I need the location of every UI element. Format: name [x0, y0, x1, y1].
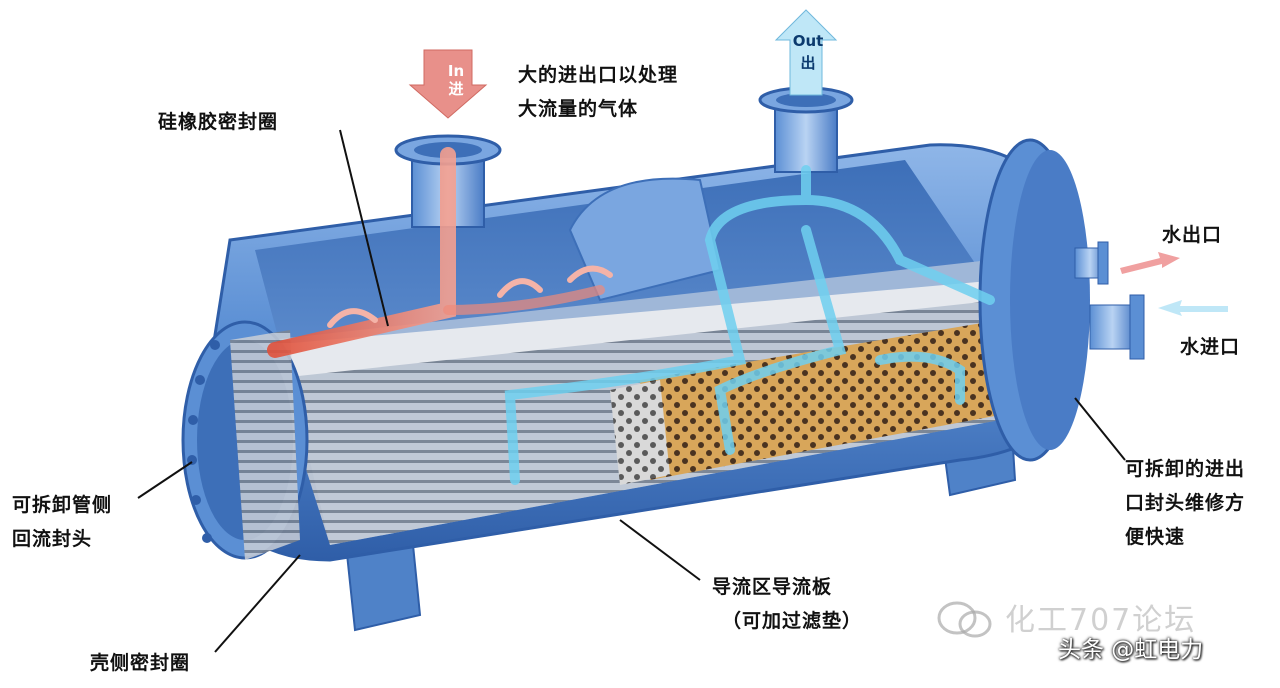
in-arrow-label: In 进 — [436, 62, 476, 98]
in-arrow-en: In — [447, 62, 465, 80]
leader-lines — [137, 129, 1126, 653]
in-arrow-icon — [408, 49, 488, 119]
in-arrow-cn: 进 — [448, 80, 464, 98]
port-head — [978, 138, 1145, 462]
label-baffle-zone: 导流区导流板 （可加过滤垫） — [712, 576, 863, 632]
watermark-logo-icon — [935, 598, 995, 646]
out-arrow-label: Out 出 — [782, 30, 834, 74]
outlet-nozzle — [758, 86, 854, 173]
water-out-arrow-icon — [1120, 252, 1180, 274]
label-removable-port-head: 可拆卸的进出 口封头维修方 便快速 — [1125, 458, 1246, 548]
water-in-arrow-icon — [1158, 300, 1228, 316]
return-head — [181, 320, 309, 560]
watermark-text: 化工707论坛 — [1005, 603, 1197, 638]
hot-flow — [267, 147, 613, 358]
label-removable-return-head: 可拆卸管侧 回流封头 — [12, 494, 113, 550]
out-arrow-cn: 出 — [800, 54, 816, 72]
credit-text: 头条 @虹电力 — [1058, 637, 1204, 663]
cold-flow — [504, 165, 995, 485]
label-shell-seal: 壳侧密封圈 — [90, 652, 191, 674]
label-silicone-seal: 硅橡胶密封圈 — [158, 111, 279, 133]
label-water-in: 水进口 — [1180, 336, 1241, 358]
shell-body — [198, 143, 1082, 562]
out-arrow-icon — [774, 9, 838, 96]
out-arrow-en: Out — [792, 32, 824, 50]
label-water-out: 水出口 — [1162, 224, 1223, 246]
label-large-port: 大的进出口以处理 大流量的气体 — [518, 64, 679, 120]
